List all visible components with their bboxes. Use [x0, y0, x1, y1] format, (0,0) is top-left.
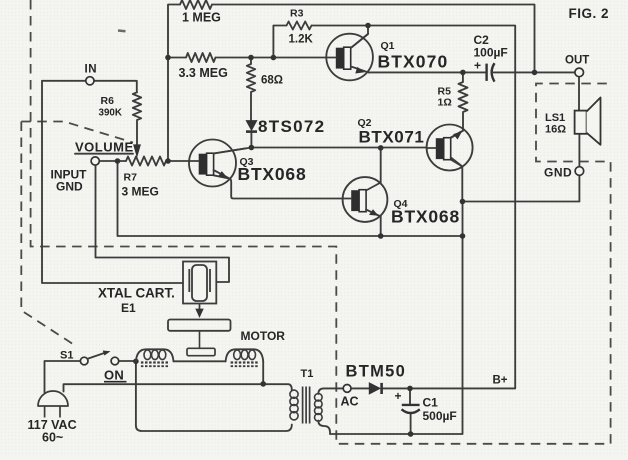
svg-text:R5: R5: [438, 86, 452, 98]
svg-text:OUT: OUT: [565, 55, 589, 67]
svg-text:1 MEG: 1 MEG: [182, 11, 221, 25]
svg-text:LS1: LS1: [545, 112, 565, 124]
svg-text:E1: E1: [121, 301, 136, 315]
svg-text:+: +: [474, 59, 481, 73]
svg-text:R7: R7: [124, 172, 138, 184]
svg-text:GND: GND: [544, 166, 572, 180]
svg-text:Q3: Q3: [240, 156, 254, 168]
svg-text:117 VAC: 117 VAC: [28, 418, 77, 432]
svg-text:BTM50: BTM50: [346, 363, 407, 381]
svg-text:Q4: Q4: [394, 198, 408, 210]
svg-text:FIG. 2: FIG. 2: [569, 6, 610, 21]
svg-text:C2: C2: [474, 33, 490, 47]
svg-text:MOTOR: MOTOR: [241, 329, 286, 343]
svg-text:BTX068: BTX068: [238, 164, 307, 184]
svg-text:390K: 390K: [99, 108, 122, 119]
svg-text:Q1: Q1: [381, 40, 395, 52]
svg-text:3.3 MEG: 3.3 MEG: [179, 66, 228, 80]
svg-text:VOLUME: VOLUME: [75, 139, 134, 154]
svg-text:+: +: [395, 389, 402, 403]
svg-text:C1: C1: [423, 396, 439, 410]
svg-text:8TS072: 8TS072: [258, 117, 325, 136]
svg-text:100µF: 100µF: [474, 46, 508, 60]
svg-text:S1: S1: [60, 350, 73, 362]
svg-text:AC: AC: [341, 395, 359, 409]
svg-text:ON: ON: [104, 368, 124, 383]
svg-text:B+: B+: [493, 375, 508, 387]
svg-text:R6: R6: [101, 95, 115, 107]
svg-text:1Ω: 1Ω: [438, 97, 452, 109]
svg-text:Q2: Q2: [358, 117, 372, 129]
svg-text:3 MEG: 3 MEG: [122, 185, 159, 199]
svg-text:XTAL CART.: XTAL CART.: [98, 286, 175, 301]
svg-text:IN: IN: [85, 64, 98, 76]
svg-text:60~: 60~: [42, 431, 63, 445]
svg-text:1.2K: 1.2K: [289, 34, 314, 46]
svg-text:R3: R3: [290, 8, 304, 20]
svg-text:T1: T1: [301, 368, 314, 380]
svg-text:BTX068: BTX068: [391, 207, 460, 227]
svg-text:16Ω: 16Ω: [545, 124, 566, 136]
svg-text:INPUT: INPUT: [51, 168, 88, 182]
svg-text:BTX071: BTX071: [359, 128, 425, 147]
svg-text:GND: GND: [56, 180, 83, 194]
svg-text:500µF: 500µF: [423, 409, 457, 423]
svg-text:BTX070: BTX070: [378, 52, 449, 72]
svg-text:68Ω: 68Ω: [261, 75, 283, 87]
